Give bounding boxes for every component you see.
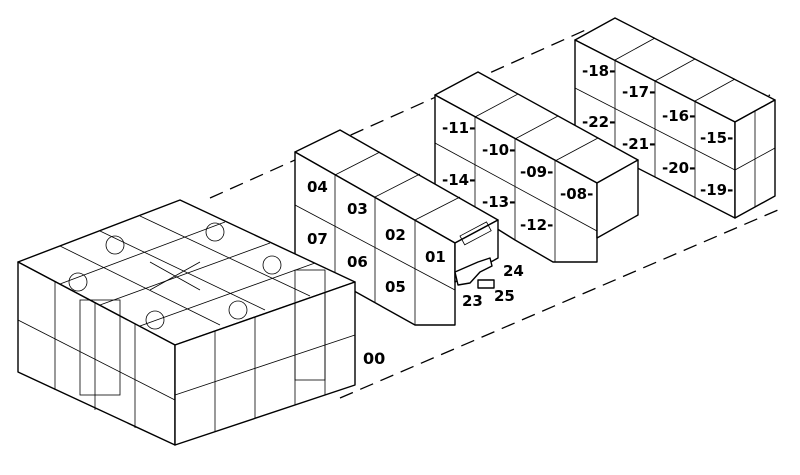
label-19: -19- (700, 181, 733, 199)
label-20: -20- (662, 159, 695, 177)
small-parts (454, 257, 495, 289)
projection-line-bottom (339, 209, 779, 399)
fan-icon (145, 310, 165, 330)
label-03: 03 (347, 200, 368, 218)
label-22: -22- (582, 113, 615, 131)
label-13: -13- (482, 193, 515, 211)
label-00: 00 (363, 349, 385, 368)
fan-icon (205, 222, 225, 242)
label-17: -17- (622, 83, 655, 101)
module-group-01-07 (294, 129, 499, 326)
fan-icon (262, 255, 282, 275)
label-07: 07 (307, 230, 328, 248)
label-05: 05 (385, 278, 406, 296)
fan-icon (68, 272, 88, 292)
label-14: -14- (442, 171, 475, 189)
label-10: -10- (482, 141, 515, 159)
assembly-00 (17, 199, 356, 446)
fan-icon (228, 300, 248, 320)
label-24: 24 (503, 262, 524, 280)
grille-panel (79, 299, 121, 396)
part-25-block (477, 279, 495, 289)
label-08: -08- (560, 185, 593, 203)
label-12: -12- (520, 216, 553, 234)
label-01: 01 (425, 248, 446, 266)
label-18: -18- (582, 62, 615, 80)
part-23-24-bracket (454, 257, 493, 286)
labels: 00 04 03 02 01 07 06 05 -11- -10- -09- -… (307, 62, 733, 368)
fan-icon (105, 235, 125, 255)
label-02: 02 (385, 226, 406, 244)
group-b-side-face (596, 159, 639, 239)
label-04: 04 (307, 178, 328, 196)
grille-panel (294, 269, 326, 381)
label-16: -16- (662, 107, 695, 125)
label-15: -15- (700, 129, 733, 147)
label-25: 25 (494, 287, 515, 305)
label-11: -11- (442, 119, 475, 137)
label-06: 06 (347, 253, 368, 271)
label-09: -09- (520, 163, 553, 181)
label-23: 23 (462, 292, 483, 310)
label-21: -21- (622, 135, 655, 153)
module-group-15-22 (574, 17, 776, 219)
projection-line-top (209, 27, 591, 199)
group-a-side-face (454, 219, 499, 283)
